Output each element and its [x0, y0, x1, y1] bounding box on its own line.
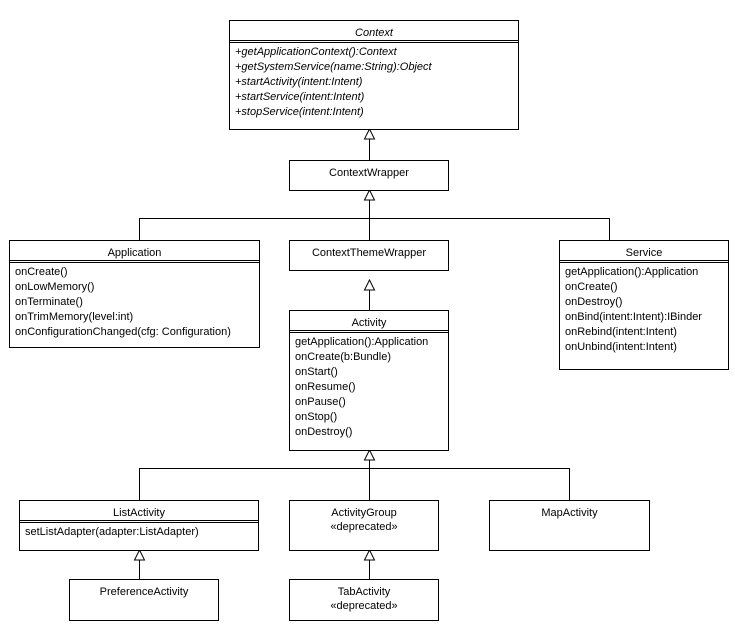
- class-name: Activity: [351, 317, 387, 329]
- class-contextthemewrapper: ContextThemeWrapper: [289, 240, 449, 271]
- arrowhead-context: [363, 127, 376, 140]
- method: onDestroy(): [565, 296, 623, 308]
- method: +getSystemService(name:String):Object: [235, 61, 432, 73]
- method: onConfigurationChanged(cfg: Configuratio…: [15, 326, 231, 338]
- class-name: ListActivity: [113, 507, 165, 519]
- class-name: ContextThemeWrapper: [311, 247, 427, 259]
- class-application: Application onCreate() onLowMemory() onT…: [9, 240, 260, 348]
- method: getApplication():Application: [565, 266, 699, 278]
- class-contextwrapper: ContextWrapper: [289, 160, 449, 191]
- method: +startService(intent:Intent): [235, 91, 365, 103]
- arrowhead-contextwrapper: [363, 188, 376, 201]
- method-list: getApplication():Application onCreate(b:…: [295, 335, 446, 440]
- stereotype-label: «deprecated»: [330, 521, 398, 533]
- method: setListAdapter(adapter:ListAdapter): [25, 526, 199, 538]
- class-name: ContextWrapper: [329, 167, 409, 179]
- arrowhead-contextthemewrapper: [363, 278, 376, 291]
- class-name: TabActivity: [337, 586, 391, 598]
- method: onDestroy(): [295, 426, 353, 438]
- method-list: setListAdapter(adapter:ListAdapter): [25, 525, 256, 540]
- arrowhead-listactivity: [133, 548, 146, 561]
- class-context: Context +getApplicationContext():Context…: [229, 20, 519, 130]
- method: onRebind(intent:Intent): [565, 326, 677, 338]
- method-list: onCreate() onLowMemory() onTerminate() o…: [15, 265, 257, 340]
- method: +startActivity(intent:Intent): [235, 76, 363, 88]
- compartment-divider: [10, 260, 259, 263]
- method: onPause(): [295, 396, 346, 408]
- class-name: PreferenceActivity: [99, 586, 189, 598]
- method: onStart(): [295, 366, 338, 378]
- method: onStop(): [295, 411, 338, 423]
- class-name: MapActivity: [541, 507, 598, 519]
- method: onCreate(): [565, 281, 618, 293]
- method: onCreate(b:Bundle): [295, 351, 392, 363]
- class-service: Service getApplication():Application onC…: [559, 240, 729, 370]
- class-activity: Activity getApplication():Application on…: [289, 310, 449, 451]
- class-name: ActivityGroup: [331, 507, 397, 519]
- class-activitygroup: ActivityGroup «deprecated»: [289, 500, 439, 551]
- method: onTrimMemory(level:int): [15, 311, 134, 323]
- method: getApplication():Application: [295, 336, 429, 348]
- method: onResume(): [295, 381, 356, 393]
- method: onLowMemory(): [15, 281, 95, 293]
- method: +stopService(intent:Intent): [235, 106, 364, 118]
- compartment-divider: [20, 520, 258, 523]
- compartment-divider: [290, 330, 448, 333]
- class-listactivity: ListActivity setListAdapter(adapter:List…: [19, 500, 259, 551]
- class-mapactivity: MapActivity: [489, 500, 650, 551]
- arrowhead-activity: [363, 448, 376, 461]
- class-preferenceactivity: PreferenceActivity: [69, 579, 219, 621]
- stereotype-label: «deprecated»: [330, 600, 398, 612]
- method-list: getApplication():Application onCreate() …: [565, 265, 726, 355]
- class-name: Context: [355, 27, 393, 39]
- method: onTerminate(): [15, 296, 83, 308]
- class-name: Application: [107, 247, 162, 259]
- class-name: Service: [625, 247, 663, 259]
- method: onUnbind(intent:Intent): [565, 341, 677, 353]
- compartment-divider: [560, 260, 728, 263]
- compartment-divider: [230, 40, 518, 43]
- method-list: +getApplicationContext():Context +getSys…: [235, 45, 516, 120]
- method: onCreate(): [15, 266, 68, 278]
- method: onBind(intent:Intent):IBinder: [565, 311, 702, 323]
- arrowhead-activitygroup: [363, 548, 376, 561]
- method: +getApplicationContext():Context: [235, 46, 397, 58]
- class-tabactivity: TabActivity «deprecated»: [289, 579, 439, 621]
